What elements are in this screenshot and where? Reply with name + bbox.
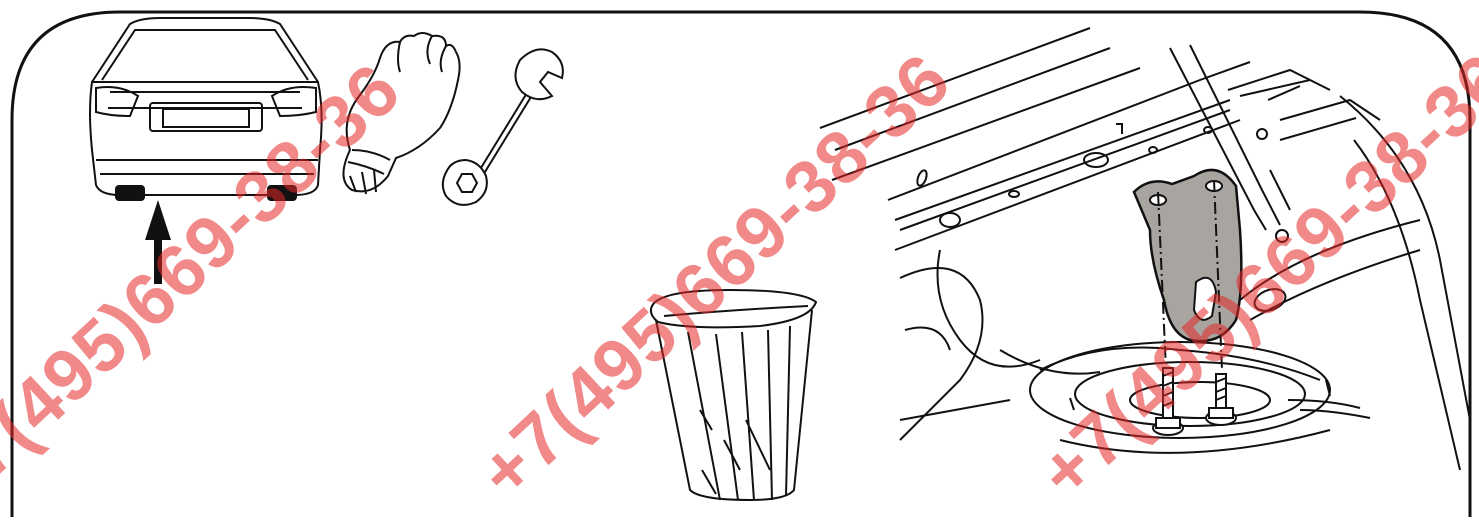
trunk-bracket-illustration — [820, 28, 1470, 470]
bolt-left-icon — [1153, 368, 1183, 435]
arrow-up-icon — [145, 200, 171, 284]
car-rear-icon — [90, 18, 322, 200]
wrench-icon — [443, 49, 563, 205]
glove-icon — [343, 33, 459, 194]
trash-bin-icon — [651, 290, 816, 500]
